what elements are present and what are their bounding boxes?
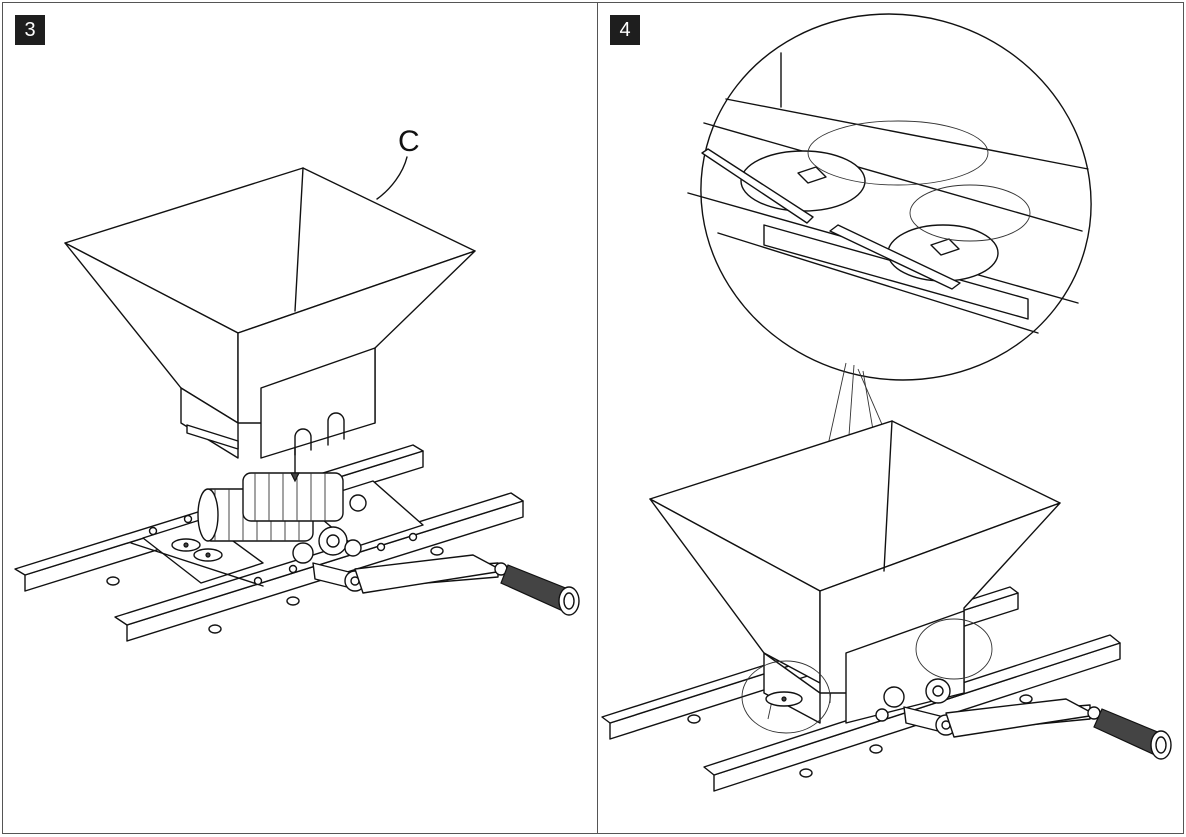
step-3-illustration: C bbox=[14, 125, 580, 642]
step-number-badge: 4 bbox=[610, 15, 640, 45]
adjuster-plates bbox=[171, 538, 223, 562]
step-panel-4: 4 bbox=[597, 2, 1184, 834]
hopper bbox=[649, 420, 1061, 724]
crusher-rollers bbox=[197, 472, 367, 564]
magnified-detail bbox=[687, 13, 1092, 381]
step-number-badge: 3 bbox=[15, 15, 45, 45]
hopper bbox=[64, 167, 476, 459]
callout-c: C bbox=[376, 125, 420, 200]
frame-feet bbox=[687, 694, 1033, 778]
step-4-illustration bbox=[601, 13, 1172, 792]
frame-bolts bbox=[148, 514, 418, 586]
frame-feet bbox=[106, 546, 444, 634]
crusher-rollers bbox=[875, 678, 951, 722]
crank-handle bbox=[903, 698, 1172, 760]
callout-label-c: C bbox=[398, 125, 420, 158]
crank-handle bbox=[312, 554, 580, 616]
detail-highlight-circles bbox=[741, 618, 993, 734]
step-panel-3: 3 bbox=[2, 2, 598, 834]
